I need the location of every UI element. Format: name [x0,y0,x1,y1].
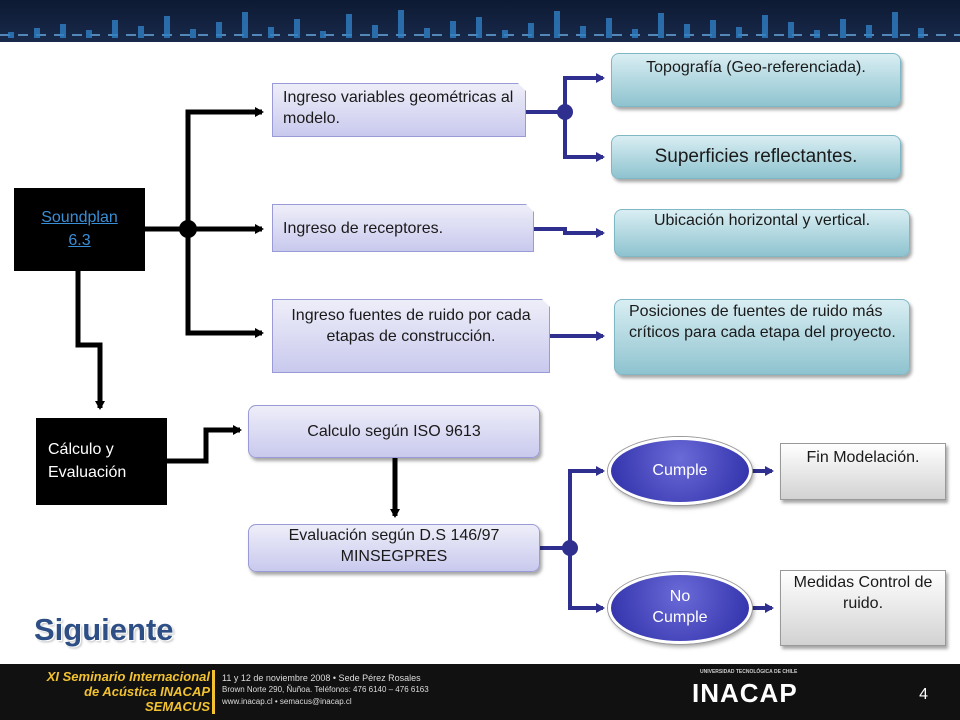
equalizer-bar [814,30,820,38]
equalizer-bar [840,19,846,38]
date-place: 11 y 12 de noviembre 2008 • Sede Pérez R… [222,673,421,683]
evaluacion-ds-node: Evaluación según D.S 146/97 MINSEGPRES [248,524,540,572]
equalizer-bar [8,32,14,38]
no-cumple-oval: No Cumple [608,572,752,644]
connector-hub-superficies [563,112,605,162]
ubicacion-label: Ubicación horizontal y vertical. [653,212,871,229]
equalizer-bar [268,27,274,38]
equalizer-bar [294,19,300,38]
equalizer-bar [658,13,664,38]
equalizer-bar [164,16,170,38]
equalizer-bar [424,28,430,38]
footer-band: XI Seminario Internacional de Acústica I… [0,664,960,720]
page-number: 4 [919,686,928,703]
soundplan-link[interactable]: Soundplan 6.3 [41,209,118,249]
calculo-evaluacion-node: Cálculo y Evaluación [36,418,167,505]
footer-divider [212,670,215,714]
equalizer-bar [242,12,248,38]
seminar-line-2: de Acústica INACAP [84,684,210,699]
web-contact: www.inacap.cl • semacus@inacap.cl [222,697,352,706]
seminar-line-3: SEMACUS [144,699,210,714]
equalizer-bar [372,25,378,38]
black-connectors [75,107,400,518]
ingreso-receptores-node: Ingreso de receptores. [272,204,534,252]
equalizer-bar [86,30,92,38]
junction-dot-main [179,220,197,238]
medidas-control-node: Medidas Control de ruido. [780,570,946,646]
inacap-logo: INACAP [692,678,798,708]
seminar-title: XI Seminario Internacional de Acústica I… [20,669,210,714]
equalizer-bar [580,26,586,38]
equalizer-bar [710,20,716,38]
equalizer-bar [190,29,196,38]
calculo-iso-label: Calculo según ISO 9613 [307,423,481,440]
junction-dot-geometric [557,104,573,120]
university-tagline: UNIVERSIDAD TECNOLÓGICA DE CHILE [700,669,798,675]
connector-calculo-iso [167,425,242,464]
top-decorative-band [0,0,960,42]
topografia-node: Topografía (Geo-referenciada). [611,53,901,107]
equalizer-bar [632,29,638,38]
ingreso-receptores-label: Ingreso de receptores. [283,220,444,237]
superficies-node: Superficies reflectantes. [611,135,901,179]
junction-dot-evaluation [562,540,578,556]
connector-hub-variables [185,107,264,229]
equalizer-bar [320,31,326,38]
equalizer-bar [450,21,456,38]
equalizer-bar [528,23,534,38]
connector-hub-nocumple [568,548,605,613]
address: Brown Norte 290, Ñuñoa. Teléfonos: 476 6… [222,685,429,694]
equalizer-bar [216,22,222,38]
equalizer-bar [762,15,768,38]
equalizer-bar [736,27,742,38]
fin-modelacion-node: Fin Modelación. [780,443,946,500]
ingreso-fuentes-label: Ingreso fuentes de ruido por cada etapas… [291,307,531,345]
equalizer-bar [554,11,560,38]
connector-hub-fuentes [185,229,264,338]
equalizer-bar [866,25,872,38]
equalizer-bar [684,24,690,38]
ingreso-fuentes-node: Ingreso fuentes de ruido por cada etapas… [272,299,550,373]
equalizer-bar [60,24,66,38]
equalizer-bar [112,20,118,38]
topografia-label: Topografía (Geo-referenciada). [646,59,866,76]
equalizer-bar [34,28,40,38]
superficies-label: Superficies reflectantes. [654,146,858,167]
ingreso-variables-label: Ingreso variables geométricas al modelo. [283,89,514,127]
siguiente-title: Siguiente [34,612,174,647]
ubicacion-node: Ubicación horizontal y vertical. [614,209,910,257]
equalizer-bar [502,30,508,38]
equalizer-bar [346,14,352,38]
soundplan-node: Soundplan 6.3 [14,188,145,271]
equalizer-bar [606,18,612,38]
no-cumple-label: No Cumple [652,588,708,626]
ingreso-variables-node: Ingreso variables geométricas al modelo. [272,83,526,137]
calculo-evaluacion-label: Cálculo y Evaluación [48,441,127,482]
posiciones-node: Posiciones de fuentes de ruido más críti… [614,299,910,375]
footer-info: 11 y 12 de noviembre 2008 • Sede Pérez R… [222,672,502,708]
calculo-iso-node: Calculo según ISO 9613 [248,405,540,458]
fin-modelacion-label: Fin Modelación. [806,449,920,466]
cumple-oval: Cumple [608,437,752,505]
posiciones-label: Posiciones de fuentes de ruido más críti… [629,303,896,341]
connector-hub-cumple [568,466,605,548]
connector-hub-topografia [563,73,605,112]
cumple-label: Cumple [652,462,708,479]
medidas-control-label: Medidas Control de ruido. [793,574,933,612]
equalizer-bar [892,12,898,38]
seminar-line-1: XI Seminario Internacional [46,669,210,684]
equalizer-bar [788,22,794,38]
connector-soundplan-calculo [75,271,105,410]
equalizer-bar [918,28,924,38]
evaluacion-ds-label: Evaluación según D.S 146/97 MINSEGPRES [288,527,500,565]
connector-receptores-ubicacion [534,227,605,238]
equalizer-bar [138,26,144,38]
equalizer-bar [476,17,482,38]
equalizer-bar [398,10,404,38]
